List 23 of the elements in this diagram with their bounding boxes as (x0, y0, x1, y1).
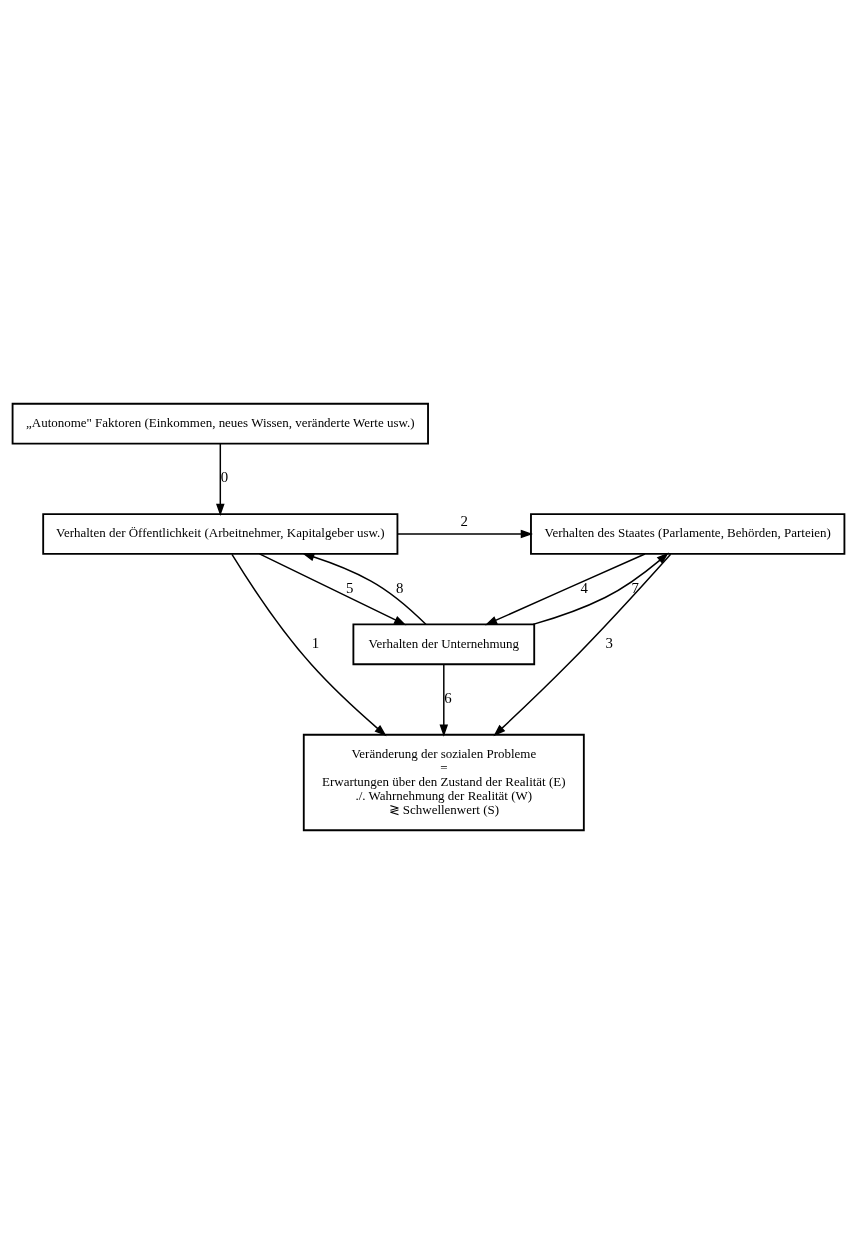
node-box: Verhalten des Staates (Parlamente, Behörden, Parteien) (530, 513, 846, 555)
node-box: Verhalten der Unternehmung (352, 623, 536, 666)
edge-label: 2 (460, 513, 468, 530)
edge-label: 7 (631, 579, 640, 596)
edge-label: 5 (345, 579, 354, 596)
edge-label: 4 (580, 579, 589, 596)
edge-label: 0 (220, 469, 229, 486)
edge-label: 8 (396, 579, 404, 596)
edge-label: 1 (311, 634, 320, 651)
arrow (302, 552, 427, 626)
arrow (493, 553, 672, 737)
edge-label: 3 (605, 634, 614, 651)
arrow (396, 529, 533, 539)
arrow (532, 552, 669, 626)
edge-label: 6 (444, 690, 452, 707)
node-box: Verhalten der Öffentlichkeit (Arbeitnehmer, Kapitalgeber usw.) (42, 513, 399, 555)
node-box: „Autonome" Faktoren (Einkommen, neues Wissen, veränderte Werte usw.) (11, 402, 429, 445)
arrow (231, 553, 387, 737)
node-box: Veränderung der sozialen Probleme = Erwartungen über den Zustand der Realität (E) ./. Wahrnehmung der Realität (W) ≷ Schwellenwert (S) (302, 733, 585, 832)
arrow (258, 553, 407, 626)
arrow (216, 443, 225, 516)
arrow (484, 553, 646, 626)
arrow (439, 663, 449, 737)
